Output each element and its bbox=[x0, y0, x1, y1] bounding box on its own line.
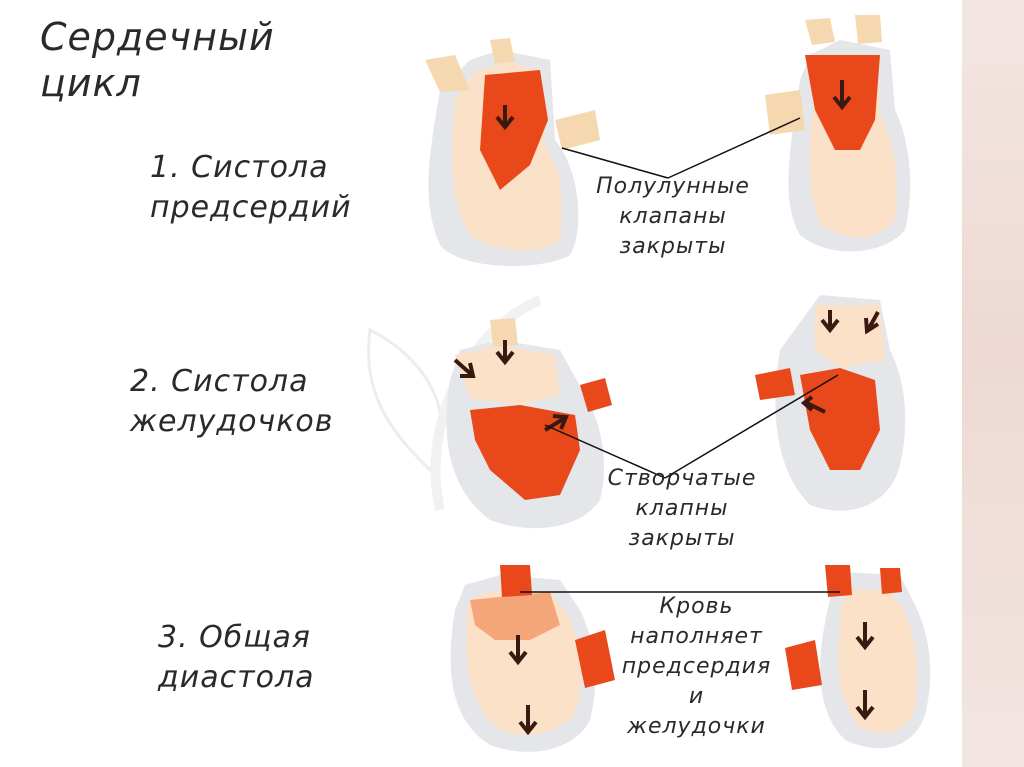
stage-label-ventricular-systole: 2. Систола желудочков bbox=[130, 364, 334, 439]
stage-label-atrial-systole: 1. Систола предсердий bbox=[150, 150, 352, 225]
note-semilunar-valves-closed: Полулунные клапаны закрыты bbox=[596, 174, 750, 259]
note-atrioventricular-valves-closed: Створчатые клапны закрыты bbox=[607, 466, 757, 551]
note2-pointer-lines bbox=[544, 374, 839, 479]
diagram-title: Сердечный цикл bbox=[40, 15, 275, 105]
decorative-side-panel bbox=[962, 0, 1024, 767]
heart-ventricular-systole-left bbox=[446, 318, 612, 529]
heart-ventricular-systole-right bbox=[755, 295, 906, 511]
heart-atrial-systole-right bbox=[765, 15, 911, 252]
heart-diastole-left bbox=[450, 565, 615, 752]
note1-pointer-lines bbox=[561, 117, 801, 179]
note-blood-fills-chambers: Кровь наполняет предсердия и желудочки bbox=[621, 594, 772, 739]
heart-atrial-systole-left bbox=[425, 38, 600, 267]
stage-label-general-diastole: 3. Общая диастола bbox=[158, 620, 315, 695]
heart-diastole-right bbox=[785, 565, 931, 749]
